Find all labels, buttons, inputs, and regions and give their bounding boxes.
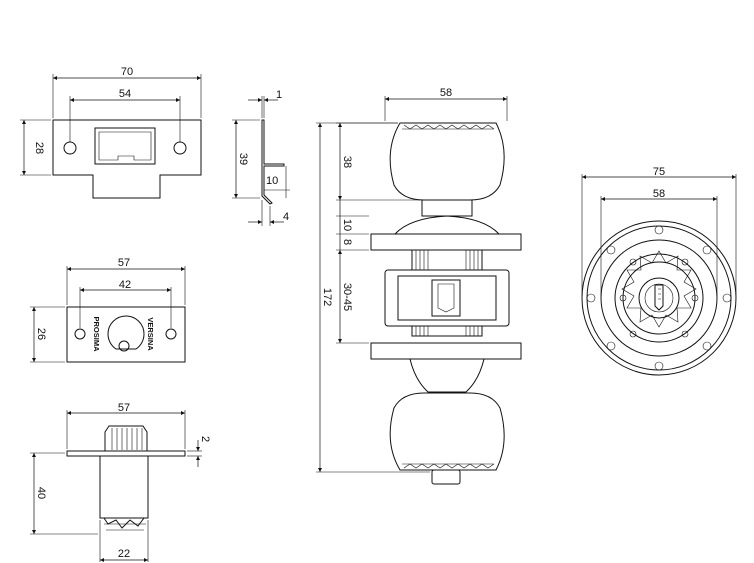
flange-label: 8 [341,239,353,245]
latch-face-plate: PROSIMA VERSINA 57 42 26 [30,257,186,363]
latch-backset-label: 40 [35,487,47,499]
latch-width-label: 57 [118,257,130,269]
strike-thickness-label: 1 [276,89,282,101]
knob-dia-label: 58 [440,87,452,99]
strike-height-label: 28 [33,142,45,154]
latch-side-width-label: 57 [118,402,130,414]
latch-bolt-label: 22 [118,548,130,560]
door-thickness-label: 30-45 [341,283,353,311]
strike-offset-label: 4 [283,211,289,223]
rose-label: 10 [341,219,353,231]
strike-plate-side: 1 39 10 4 [232,89,290,226]
engraving-right: VERSINA [146,317,155,351]
knob-length-label: 38 [341,156,353,168]
knob-front-dia-label: 58 [653,188,665,200]
overall-length-label: 172 [321,288,333,306]
knob-front-view: 75 58 [581,166,737,376]
knob-side-view: 58 38 10 8 30-45 172 [316,87,522,485]
latch-flange-label: 2 [199,436,211,442]
strike-side-height-label: 39 [237,153,249,165]
latch-height-label: 26 [35,328,47,340]
engraving-left: PROSIMA [92,316,101,352]
strike-hole-spacing-label: 54 [119,88,131,100]
strike-lip-label: 10 [266,175,278,187]
latch-side-view: 57 2 40 22 [30,402,211,563]
strike-plate-front: 70 54 28 [20,66,202,199]
rose-dia-label: 75 [653,166,665,178]
strike-width-label: 70 [121,66,133,78]
latch-hole-spacing-label: 42 [119,279,131,291]
